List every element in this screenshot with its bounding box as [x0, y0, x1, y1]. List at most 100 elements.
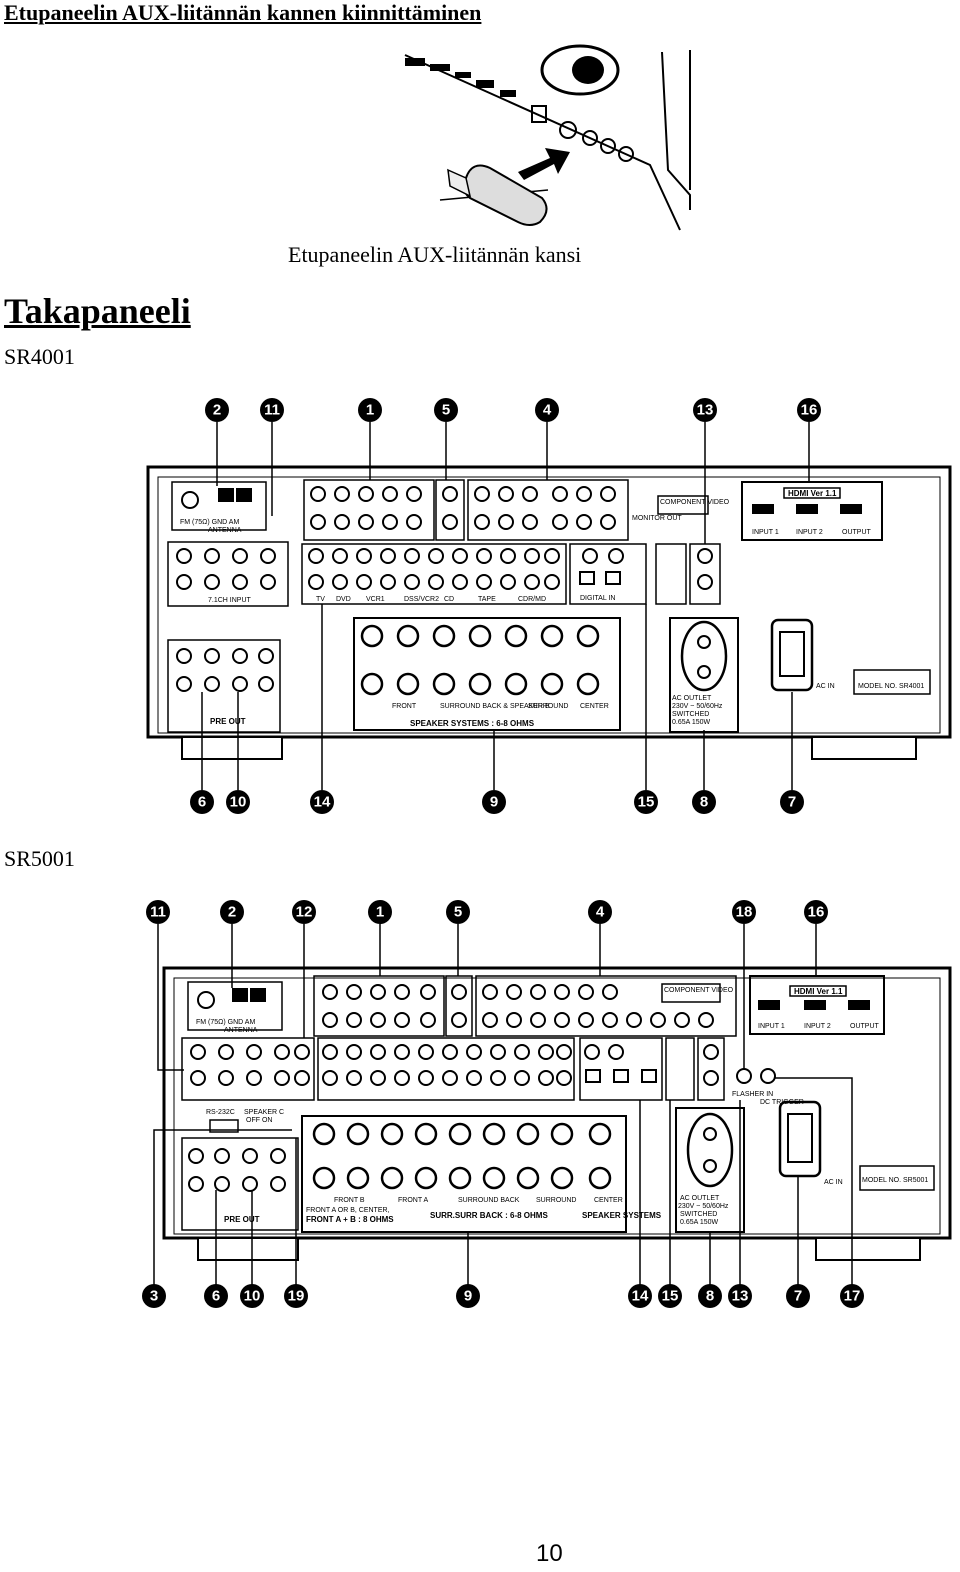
sr5001-bottom-callout-label-8: 8	[706, 1288, 714, 1305]
sr5001-bottom-callout-label-19: 19	[288, 1288, 305, 1305]
71ch-input-label: 7.1CH INPUT	[208, 597, 252, 604]
sr5001-bottom-callout-6	[204, 1284, 228, 1308]
sr4001-bottom-callout-label-15: 15	[638, 794, 655, 811]
sr5001-bottom-callout-10	[240, 1284, 264, 1308]
hdmi-label-5001: HDMI Ver 1.1	[794, 987, 843, 996]
antenna-label: ANTENNA	[208, 527, 242, 534]
hdmi-output: OUTPUT	[842, 529, 872, 536]
ac-in-label: AC IN	[816, 683, 835, 690]
pre-out-jacks	[176, 648, 274, 692]
model-label-sr4001: SR4001	[4, 344, 75, 369]
ac-outlet-3: SWITCHED	[672, 711, 709, 718]
sr5001-bottom-callout-label-3: 3	[150, 1288, 158, 1305]
ac-outlet-4: 0.65A 150W	[672, 719, 711, 726]
sr4001-bottom-callout-label-7: 7	[788, 794, 796, 811]
antenna-terms: FM (75Ω) GND AM	[180, 519, 239, 526]
sr4001-bottom-callout-14	[310, 790, 334, 814]
sr5001-top-callout-12	[292, 900, 316, 924]
sr4001-bottom-callout-label-6: 6	[198, 794, 206, 811]
input-tape: TAPE	[478, 596, 496, 603]
input-cd: CD	[444, 596, 454, 603]
component-video-label-5001: COMPONENT VIDEO	[664, 987, 734, 994]
hdmi-input2-5001: INPUT 2	[804, 1023, 831, 1030]
sr4001-bottom-callout-9	[482, 790, 506, 814]
sr4001-top-callout-2	[205, 398, 229, 422]
sr4001-top-callout-label-1: 1	[366, 402, 374, 419]
sr5001-bottom-callout-19	[284, 1284, 308, 1308]
input-tv: TV	[316, 596, 325, 603]
sr4001-top-callout-16	[797, 398, 821, 422]
sr4001-bottom-callout-15	[634, 790, 658, 814]
sr5001-top-callout-label-4: 4	[596, 904, 605, 921]
pre-out-jacks-5001	[188, 1148, 286, 1192]
speaker-terminals-5001	[312, 1122, 612, 1190]
spk-center-5001: CENTER	[594, 1197, 623, 1204]
sr4001-top-callout-4	[535, 398, 559, 422]
sr5001-bottom-callout-label-17: 17	[844, 1288, 861, 1305]
hdmi-input2: INPUT 2	[796, 529, 823, 536]
sr4001-bottom-callout-7	[780, 790, 804, 814]
sr5001-top-callout-16	[804, 900, 828, 924]
rear-panel-sr5001: FM (75Ω) GND AM ANTENNA COMPONENT VIDEO …	[142, 900, 952, 1308]
sr4001-top-callout-label-5: 5	[442, 402, 450, 419]
sr5001-bottom-callout-label-10: 10	[244, 1288, 261, 1305]
sr4001-bottom-callout-label-8: 8	[700, 794, 708, 811]
sr5001-bottom-callout-3	[142, 1284, 166, 1308]
sr5001-bottom-callout-label-15: 15	[662, 1288, 679, 1305]
digital-in-label: DIGITAL IN	[580, 595, 615, 602]
sr5001-top-callout-2	[220, 900, 244, 924]
sr4001-bottom-callout-label-14: 14	[314, 794, 331, 811]
sr5001-top-callout-label-1: 1	[376, 904, 384, 921]
model-label-sr5001: SR5001	[4, 846, 75, 871]
sr4001-top-callout-5	[434, 398, 458, 422]
sr4001-top-callout-label-16: 16	[801, 402, 818, 419]
antenna-terms-5001: FM (75Ω) GND AM	[196, 1019, 255, 1026]
ac-outlet-5001-4: 0.65A 150W	[680, 1219, 719, 1226]
sr5001-top-callout-label-12: 12	[296, 904, 313, 921]
video-jacks	[310, 486, 616, 530]
audio-input-jacks-5001	[190, 1044, 572, 1086]
sr4001-top-callout-13	[693, 398, 717, 422]
speaker-c-label: SPEAKER C	[244, 1109, 284, 1116]
pre-out-label: PRE OUT	[210, 717, 246, 726]
spk-surround: SURROUND	[528, 703, 568, 710]
sr5001-top-callout-18	[732, 900, 756, 924]
spk-surround-5001: SURROUND	[536, 1197, 576, 1204]
ac-outlet-1: AC OUTLET	[672, 695, 712, 702]
sr4001-top-callout-1	[358, 398, 382, 422]
speaker-terminals	[360, 624, 600, 696]
sr4001-top-callout-label-2: 2	[213, 402, 221, 419]
sr5001-bottom-callout-9	[456, 1284, 480, 1308]
sr5001-top-callout-1	[368, 900, 392, 924]
input-dss: DSS/VCR2	[404, 596, 439, 603]
spk-note-3: SURR.SURR BACK : 6-8 OHMS	[430, 1211, 548, 1220]
sr4001-top-callout-label-4: 4	[543, 402, 552, 419]
model-plate-5001: MODEL NO. SR5001	[862, 1177, 928, 1184]
sr5001-top-callout-label-2: 2	[228, 904, 236, 921]
spk-note-1: FRONT A OR B, CENTER,	[306, 1207, 390, 1214]
rs232c-label: RS-232C	[206, 1109, 235, 1116]
71ch-jacks	[176, 548, 276, 590]
off-on-label: OFF ON	[246, 1117, 272, 1124]
spk-front-a: FRONT A	[398, 1197, 429, 1204]
component-video-label: COMPONENT VIDEO	[660, 499, 730, 506]
input-cdr: CDR/MD	[518, 596, 546, 603]
ac-in-label-5001: AC IN	[824, 1179, 843, 1186]
sr5001-top-callout-4	[588, 900, 612, 924]
hdmi-label: HDMI Ver 1.1	[788, 489, 837, 498]
sr5001-bottom-callout-7	[786, 1284, 810, 1308]
audio-input-jacks	[308, 548, 560, 590]
sr4001-top-callout-label-13: 13	[697, 402, 714, 419]
ac-outlet-5001-1: AC OUTLET	[680, 1195, 720, 1202]
ac-outlet-5001-2: 230V ~ 50/60Hz	[678, 1203, 729, 1210]
sr4001-top-callout-label-11: 11	[264, 402, 280, 419]
hdmi-input1-5001: INPUT 1	[758, 1023, 785, 1030]
sr5001-top-callout-label-11: 11	[150, 904, 166, 921]
spk-center: CENTER	[580, 703, 609, 710]
sr4001-bottom-callout-10	[226, 790, 250, 814]
sr4001-bottom-callout-6	[190, 790, 214, 814]
page-number: 10	[536, 1540, 563, 1567]
antenna-label-5001: ANTENNA	[224, 1027, 258, 1034]
sr5001-top-callout-5	[446, 900, 470, 924]
hdmi-input1: INPUT 1	[752, 529, 779, 536]
